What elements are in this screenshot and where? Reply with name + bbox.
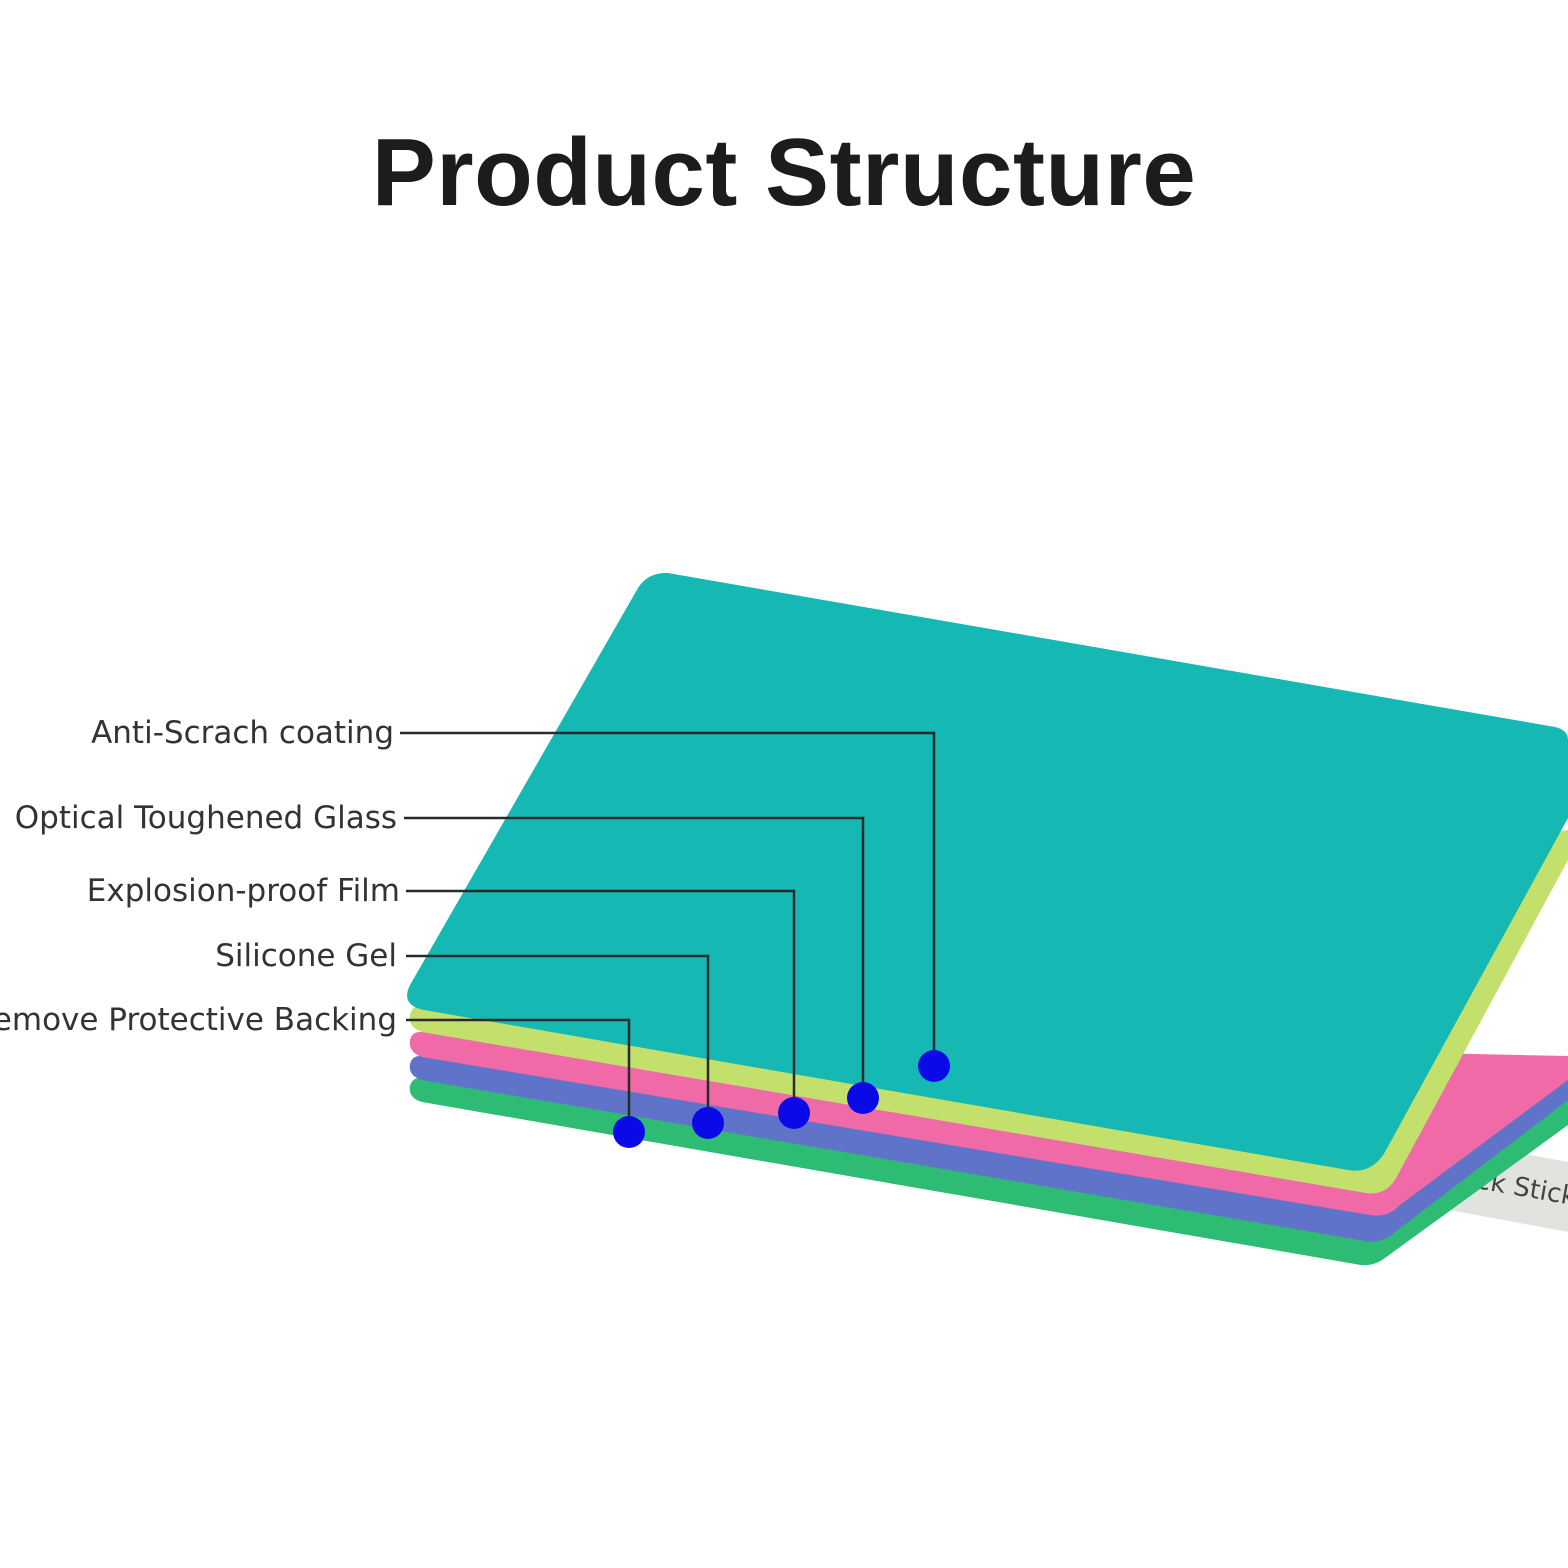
label-anti-scratch-coating: Anti-Scrach coating [91,715,394,751]
label-silicone-gel: Silicone Gel [215,938,397,974]
layer-labels: Anti-Scrach coating Optical Toughened Gl… [0,715,400,1038]
leader-line-remove-protective-backing [406,1018,631,1132]
layer-markers [613,1050,950,1148]
leader-line-anti-scratch-coating [400,731,936,1066]
layer-stack [407,572,1568,1266]
marker-dot-anti-scratch-coating [918,1050,950,1082]
leader-line-explosion-proof-film [406,889,796,1113]
label-explosion-proof-film: Explosion-proof Film [87,873,400,909]
marker-dot-remove-protective-backing [613,1116,645,1148]
label-optical-toughened-glass: Optical Toughened Glass [15,800,397,836]
marker-dot-optical-toughened-glass [847,1082,879,1114]
label-remove-protective-backing: Remove Protective Backing [0,1002,397,1038]
page-title: Product Structure [371,119,1197,226]
marker-dot-explosion-proof-film [778,1097,810,1129]
leader-line-silicone-gel [406,954,710,1123]
leader-line-optical-toughened-glass [404,816,865,1098]
marker-dot-silicone-gel [692,1107,724,1139]
layer-anti-scratch-coating [407,572,1568,1171]
leader-lines [400,731,936,1132]
